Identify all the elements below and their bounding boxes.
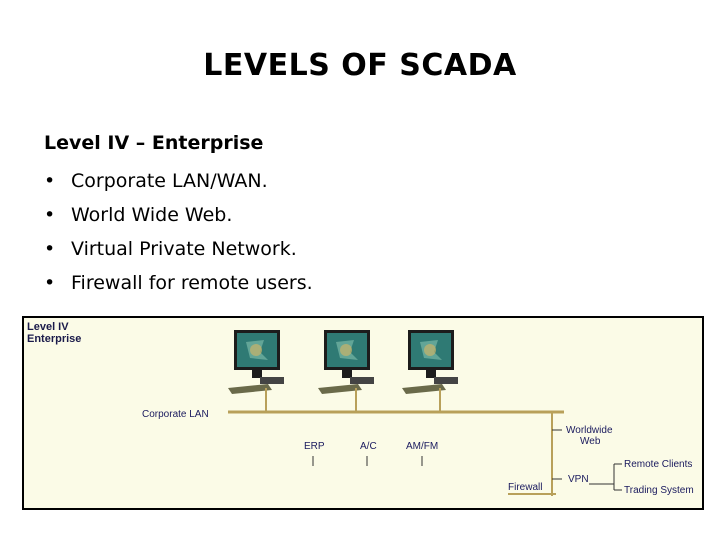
section-heading: Level IV – Enterprise <box>44 132 264 154</box>
bullet-item: • Virtual Private Network. <box>44 232 313 266</box>
bullet-text: World Wide Web. <box>71 204 233 226</box>
trading-system-label: Trading System <box>624 485 694 496</box>
remote-clients-label: Remote Clients <box>624 459 692 470</box>
slide-title: LEVELS OF SCADA <box>203 48 517 83</box>
bullet-item: • World Wide Web. <box>44 198 313 232</box>
level-tag-line2: Enterprise <box>27 333 81 345</box>
workstation-icon <box>228 330 284 394</box>
app-label-ac: A/C <box>360 441 377 452</box>
bullet-dot: • <box>44 272 56 294</box>
bullet-dot: • <box>44 204 56 226</box>
firewall-label: Firewall <box>508 482 542 493</box>
bullet-item: • Firewall for remote users. <box>44 266 313 300</box>
workstation-icon <box>402 330 458 394</box>
level-tag-line1: Level IV <box>27 321 69 333</box>
worldwide-web-label-line1: Worldwide <box>566 425 613 436</box>
bullet-dot: • <box>44 170 56 192</box>
bullet-dot: • <box>44 238 56 260</box>
app-ticks <box>312 456 423 466</box>
corporate-lan-label: Corporate LAN <box>142 409 209 420</box>
worldwide-web-label-line2: Web <box>580 436 601 447</box>
bullet-text: Corporate LAN/WAN. <box>71 170 268 192</box>
bullet-item: • Corporate LAN/WAN. <box>44 164 313 198</box>
vpn-label: VPN <box>568 474 589 485</box>
diagram-canvas: Level IV Enterprise <box>27 321 694 496</box>
scada-enterprise-diagram: Level IV Enterprise <box>22 316 704 510</box>
bullet-text: Firewall for remote users. <box>71 272 313 294</box>
bullet-text: Virtual Private Network. <box>71 238 297 260</box>
workstation-icon <box>318 330 374 394</box>
workstation-drops <box>265 388 441 412</box>
bullet-list: • Corporate LAN/WAN. • World Wide Web. • Vi… <box>44 164 313 300</box>
app-label-amfm: AM/FM <box>406 441 438 452</box>
app-label-erp: ERP <box>304 441 325 452</box>
